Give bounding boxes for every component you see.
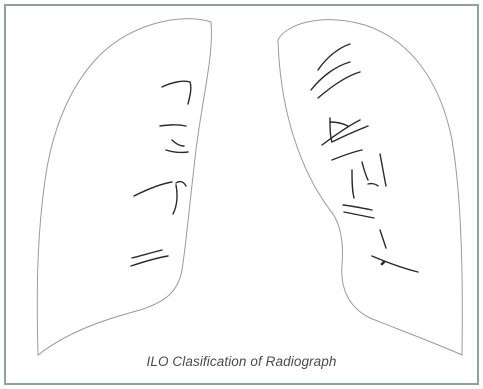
figure-caption: ILO Clasification of Radiograph bbox=[0, 354, 483, 369]
right-lung-opacities bbox=[131, 81, 191, 266]
opacity-mark bbox=[372, 256, 418, 272]
opacity-mark bbox=[173, 185, 177, 214]
opacity-mark bbox=[311, 62, 350, 90]
opacity-mark bbox=[160, 125, 186, 126]
opacity-mark bbox=[382, 262, 384, 264]
opacity-mark bbox=[176, 182, 186, 186]
opacity-mark bbox=[344, 212, 374, 218]
figure-border bbox=[5, 5, 478, 384]
opacity-mark bbox=[330, 118, 368, 142]
opacity-mark bbox=[332, 150, 362, 160]
left-lung-outline bbox=[278, 20, 462, 355]
opacity-mark bbox=[166, 150, 188, 152]
opacity-mark bbox=[132, 250, 162, 258]
opacity-mark bbox=[162, 81, 191, 104]
opacity-mark bbox=[368, 184, 378, 186]
left-lung-opacities bbox=[311, 44, 418, 272]
opacity-mark bbox=[330, 122, 348, 126]
opacity-mark bbox=[343, 205, 372, 210]
opacity-mark bbox=[380, 230, 386, 248]
opacity-mark bbox=[318, 44, 350, 70]
opacity-mark bbox=[172, 140, 184, 146]
opacity-mark bbox=[362, 162, 368, 180]
opacity-mark bbox=[380, 154, 386, 186]
right-lung-outline bbox=[37, 19, 211, 355]
opacity-mark bbox=[352, 170, 354, 198]
opacity-mark bbox=[134, 182, 172, 196]
